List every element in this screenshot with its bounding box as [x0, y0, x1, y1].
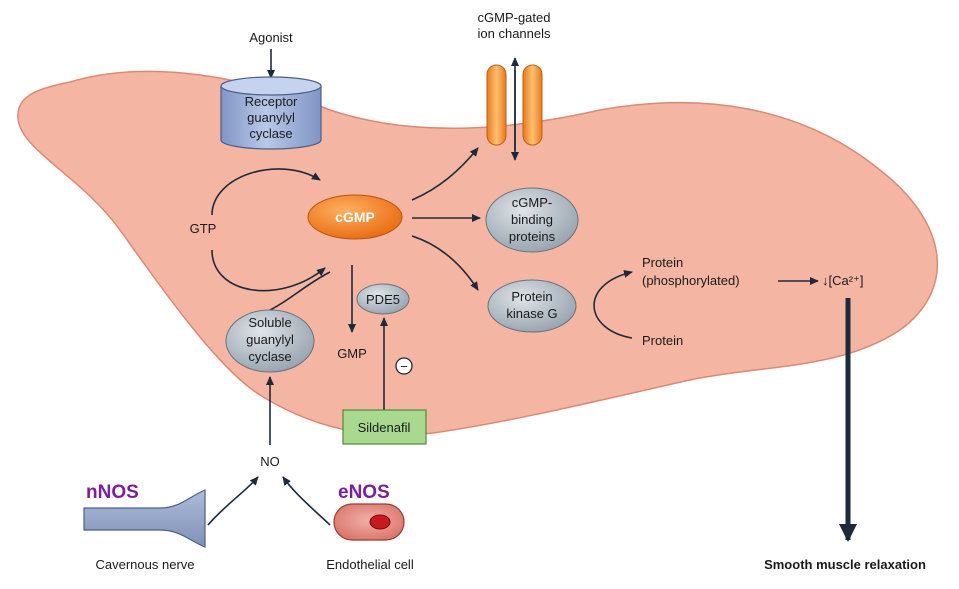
receptor-line-3: cyclase — [249, 126, 292, 141]
ion-channel-line-1: cGMP-gated — [478, 10, 551, 25]
gmp-label: GMP — [337, 346, 367, 361]
inhibition-symbol: − — [395, 357, 413, 375]
gtp-to-cgmp-lower-arrow — [211, 249, 326, 292]
sgc-line-1: Soluble — [248, 315, 291, 330]
endothelial-to-no-arrow — [282, 476, 331, 526]
sgc-to-cgmp-link — [269, 271, 331, 311]
cgmp-to-pkg-arrow — [411, 235, 479, 291]
pde5-node: PDE5 — [356, 283, 410, 315]
binding-line-1: cGMP- — [512, 195, 552, 210]
sildenafil-box: Sildenafil — [342, 409, 427, 445]
receptor-guanylyl-cyclase: Receptor guanylyl cyclase — [220, 76, 322, 150]
phosphorylation-arrow — [593, 269, 633, 339]
pkg-line-1: Protein — [511, 289, 552, 304]
ion-channel-line-2: ion channels — [478, 26, 551, 41]
receptor-line-1: Receptor — [245, 94, 298, 109]
enos-label: eNOS — [338, 482, 390, 503]
pkg-line-2: kinase G — [506, 306, 557, 321]
nerve-label: Cavernous nerve — [96, 557, 195, 572]
binding-line-2: binding — [511, 212, 553, 227]
receptor-line-2: guanylyl — [247, 110, 295, 125]
gtp-label: GTP — [190, 221, 217, 236]
sgc-line-3: cyclase — [248, 349, 291, 364]
gtp-to-cgmp-upper-arrow — [211, 168, 321, 216]
protein-kinase-g-node: Protein kinase G — [487, 279, 577, 333]
cgmp-label: cGMP — [335, 209, 375, 225]
cgmp-to-channel-arrow — [411, 147, 479, 201]
protein-phos-line-1: Protein — [642, 255, 683, 270]
endothelial-label: Endothelial cell — [326, 557, 414, 572]
sildenafil-label: Sildenafil — [358, 420, 411, 435]
soluble-guanylyl-cyclase-node: Soluble guanylyl cyclase — [225, 309, 315, 373]
calcium-label: ↓[Ca²⁺] — [822, 273, 864, 288]
cavernous-nerve — [83, 489, 206, 548]
nerve-to-no-arrow — [207, 476, 259, 526]
cgmp-node: cGMP — [307, 194, 403, 240]
binding-line-3: proteins — [509, 229, 556, 244]
endothelial-cell — [333, 503, 405, 541]
nnos-label: nNOS — [86, 482, 139, 503]
no-label: NO — [260, 454, 280, 469]
ion-channel — [486, 64, 543, 146]
protein-label: Protein — [642, 333, 683, 348]
relaxation-label: Smooth muscle relaxation — [764, 557, 926, 572]
sgc-line-2: guanylyl — [246, 332, 294, 347]
smooth-muscle-cell — [17, 70, 939, 436]
inhibition-sign: − — [400, 359, 408, 374]
agonist-label: Agonist — [249, 30, 293, 45]
pde5-label: PDE5 — [366, 292, 400, 307]
protein-phos-line-2: (phosphorylated) — [642, 273, 740, 288]
cgmp-binding-proteins-node: cGMP- binding proteins — [485, 187, 579, 253]
